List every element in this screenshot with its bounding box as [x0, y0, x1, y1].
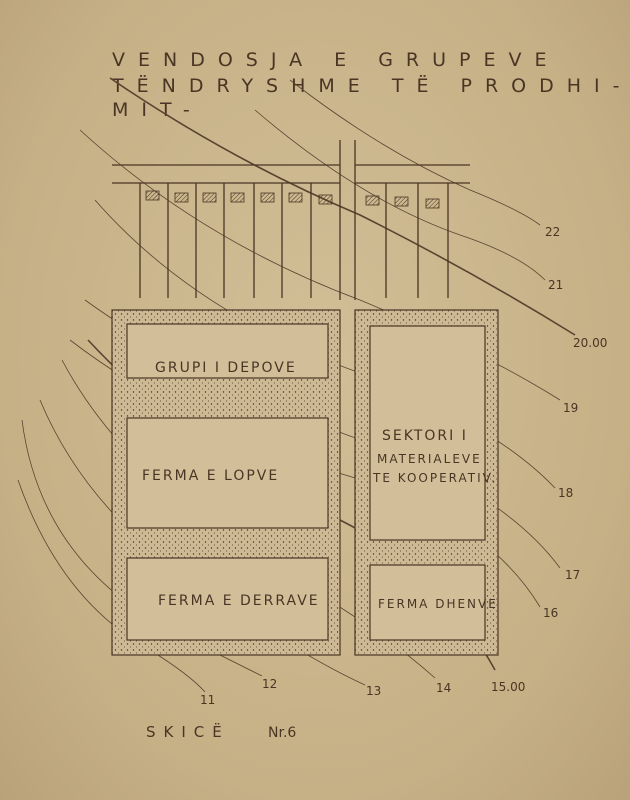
title-line-2: TËNDRYSHME TË PRODHI- [111, 74, 630, 97]
caption-number: Nr.6 [268, 725, 296, 741]
contour-label: 13 [366, 684, 381, 698]
title-line-3: MIT- [112, 99, 203, 121]
contour-label: 11 [200, 693, 215, 707]
farm-enclosures [111, 309, 499, 656]
zone-sector-1: SEKTORI I [382, 428, 468, 444]
caption-skice: SKICË [146, 722, 230, 741]
contour-label: 19 [563, 401, 578, 415]
contour-label: 15.00 [491, 680, 525, 694]
contour-label: 12 [262, 677, 277, 691]
plots-area [112, 140, 470, 300]
contour-label: 14 [436, 681, 451, 695]
contour-label: 21 [548, 278, 563, 292]
contour-label: 17 [565, 568, 580, 582]
zone-depot: GRUPI I DEPOVE [155, 360, 297, 376]
contour-label: 18 [558, 486, 573, 500]
zone-pigs: FERMA E DERRAVE [158, 593, 320, 609]
zone-sector-2: MATERIALEVE [377, 452, 482, 466]
contour-labels: 22 21 20.00 19 18 17 16 15.00 14 13 12 1… [200, 225, 607, 707]
zone-cows: FERMA E LOPVE [142, 468, 279, 484]
title-line-1: VENDOSJA E GRUPEVE [112, 49, 560, 71]
contour-label: 16 [543, 606, 558, 620]
zone-sector-3: TE KOOPERATIV. [372, 471, 497, 485]
contour-label: 22 [545, 225, 560, 239]
zone-sheep: FERMA DHENVE [378, 597, 498, 611]
contour-label: 20.00 [573, 336, 607, 350]
